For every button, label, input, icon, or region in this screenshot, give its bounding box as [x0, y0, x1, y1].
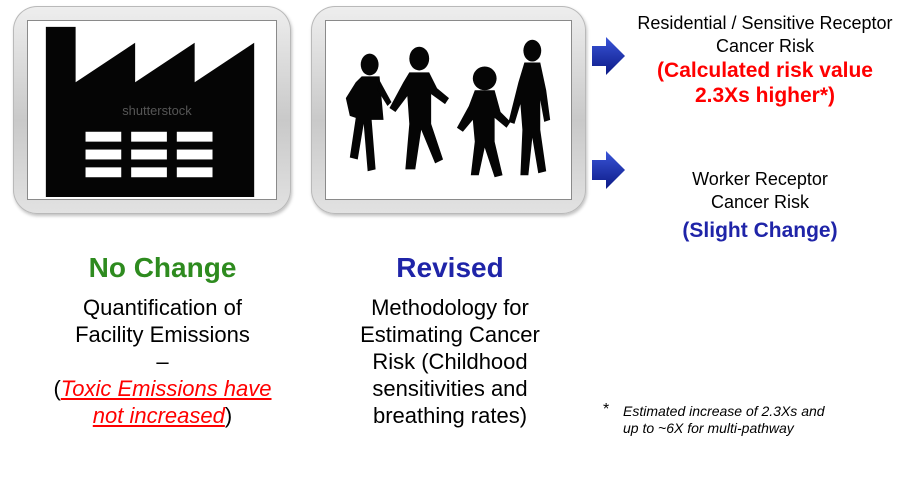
- residential-risk-label: Residential / Sensitive Receptor Cancer …: [637, 13, 893, 56]
- arrow-right-icon: [592, 37, 625, 75]
- watermark-text: shutterstock: [122, 103, 192, 118]
- toxic-emissions-text: Toxic Emissions have not increased: [60, 376, 272, 428]
- description-dash: –: [156, 349, 169, 374]
- revised-description: Methodology for Estimating Cancer Risk (…: [360, 295, 540, 428]
- factory-icon: shutterstock: [45, 26, 255, 198]
- running-children-icon: [345, 39, 551, 178]
- worker-risk-label: Worker Receptor Cancer Risk: [692, 169, 828, 212]
- toxic-emissions-note: (Toxic Emissions have not increased): [40, 375, 285, 429]
- worker-risk-block: Worker Receptor Cancer Risk (Slight Chan…: [640, 168, 880, 243]
- worker-risk-highlight: (Slight Change): [682, 219, 838, 242]
- description-line: Quantification of: [83, 295, 242, 320]
- children-image-frame: [311, 6, 586, 214]
- footnote-text: Estimated increase of 2.3Xs and up to ~6…: [623, 403, 825, 436]
- factory-image-frame: shutterstock: [13, 6, 291, 214]
- no-change-heading: No Change: [88, 252, 237, 283]
- open-paren: (: [53, 376, 61, 401]
- arrow-right-icon: [592, 151, 625, 189]
- description-line: Facility Emissions: [75, 322, 250, 347]
- footnote-marker: *: [603, 401, 610, 418]
- no-change-description: Quantification of Facility Emissions – (…: [40, 294, 285, 429]
- revised-column: Revised Methodology for Estimating Cance…: [330, 252, 570, 429]
- residential-risk-block: Residential / Sensitive Receptor Cancer …: [632, 12, 898, 108]
- children-image: [325, 20, 572, 200]
- factory-image: shutterstock: [27, 20, 277, 200]
- no-change-column: No Change Quantification of Facility Emi…: [40, 252, 285, 429]
- close-paren: ): [224, 403, 233, 428]
- revised-heading: Revised: [396, 252, 504, 283]
- footnote: * Estimated increase of 2.3Xs and up to …: [603, 401, 863, 437]
- residential-risk-highlight: (Calculated risk value 2.3Xs higher*): [657, 59, 873, 107]
